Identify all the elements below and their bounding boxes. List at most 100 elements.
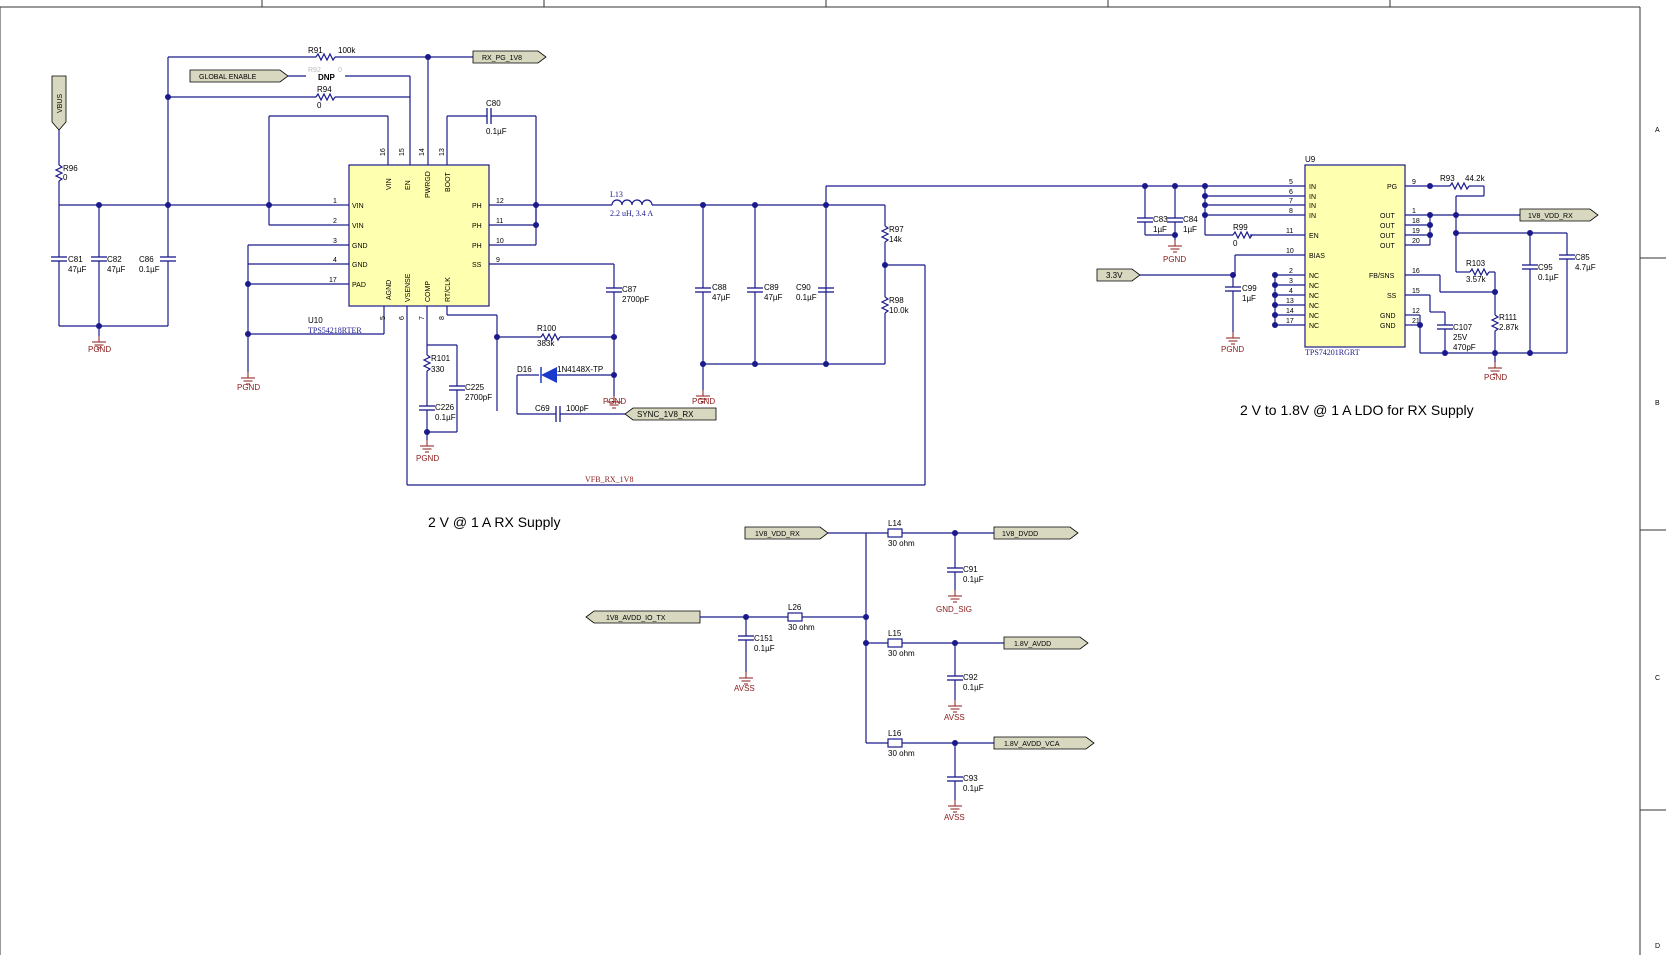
svg-text:1: 1 — [1412, 208, 1416, 215]
pgnd-label: PGND — [88, 345, 111, 354]
ground-icon — [947, 699, 963, 713]
l26-ref: L26 — [788, 603, 802, 612]
zone-label: A — [1655, 127, 1660, 134]
rx-pg-1v8-port[interactable]: RX_PG_1V8 — [472, 50, 547, 64]
c99-val: 1µF — [1242, 294, 1256, 303]
svg-text:PG: PG — [1387, 184, 1397, 191]
vdd-rx-in-port[interactable]: 1V8_VDD_RX — [744, 526, 829, 540]
svg-text:BOOT: BOOT — [445, 171, 452, 192]
l13-val: 2.2 uH, 3.4 A — [610, 209, 653, 218]
svg-text:3.3V: 3.3V — [1106, 271, 1123, 280]
svg-text:PAD: PAD — [352, 282, 366, 289]
r103-ref: R103 — [1466, 259, 1486, 268]
avdd-port[interactable]: 1.8V_AVDD — [1003, 636, 1089, 650]
r97-ref: R97 — [889, 225, 904, 234]
svg-text:10: 10 — [1286, 248, 1294, 255]
c91-ref: C91 — [963, 565, 978, 574]
svg-text:AGND: AGND — [386, 280, 393, 300]
c81-val: 47µF — [68, 265, 87, 274]
svg-text:SS: SS — [472, 262, 482, 269]
c225-ref: C225 — [465, 383, 485, 392]
r100-val: 383k — [537, 339, 555, 348]
c107-val: 25V — [1453, 333, 1468, 342]
ground-icon — [947, 589, 963, 603]
c80-ref: C80 — [486, 99, 501, 108]
u9-right-pins: PG OUT OUT OUT OUT FB/SNS SS GND GND 9 1… — [1369, 179, 1520, 330]
c92-ref: C92 — [963, 673, 978, 682]
c87-ref: C87 — [622, 285, 637, 294]
svg-text:GND: GND — [1380, 323, 1396, 330]
avdd-io-tx-port[interactable]: 1V8_AVDD_IO_TX — [585, 610, 701, 624]
svg-text:PGND: PGND — [1163, 255, 1186, 264]
c93-val: 0.1µF — [963, 784, 984, 793]
ldo-caption: 2 V to 1.8V @ 1 A LDO for RX Supply — [1240, 402, 1474, 418]
svg-text:5: 5 — [1289, 179, 1293, 186]
r111-val: 2.87k — [1499, 323, 1520, 332]
svg-text:NC: NC — [1309, 283, 1319, 290]
avdd-vca-port[interactable]: 1.8V_AVDD_VCA — [993, 736, 1095, 750]
svg-text:16: 16 — [1412, 268, 1420, 275]
sync-1v8-rx-port[interactable]: SYNC_1V8_RX — [624, 407, 717, 421]
c82-ref: C82 — [107, 255, 122, 264]
c91-val: 0.1µF — [963, 575, 984, 584]
svg-text:SS: SS — [1387, 293, 1397, 300]
c93-ref: C93 — [963, 774, 978, 783]
u9-left-pins: IN IN IN IN EN BIAS NC NC NC NC NC NC 5 … — [1205, 179, 1325, 330]
svg-text:NC: NC — [1309, 303, 1319, 310]
svg-text:9: 9 — [496, 257, 500, 264]
svg-text:12: 12 — [1412, 308, 1420, 315]
svg-text:4: 4 — [1289, 288, 1293, 295]
c69-ref: C69 — [535, 404, 550, 413]
svg-text:8: 8 — [439, 316, 446, 320]
svg-text:AVSS: AVSS — [944, 713, 965, 722]
v33-port[interactable]: 3.3V — [1096, 268, 1141, 282]
svg-text:OUT: OUT — [1380, 233, 1396, 240]
svg-text:PGND: PGND — [692, 397, 715, 406]
zone-label: C — [1655, 675, 1660, 682]
svg-text:11: 11 — [496, 218, 503, 225]
c82-val: 47µF — [107, 265, 126, 274]
c95-ref: C95 — [1538, 263, 1553, 272]
svg-text:PWRGD: PWRGD — [425, 171, 432, 198]
svg-text:COMP: COMP — [425, 281, 432, 302]
svg-text:21: 21 — [1412, 318, 1420, 325]
svg-text:5: 5 — [380, 316, 387, 320]
r96-ref: R96 — [63, 164, 78, 173]
r92-ref: R92 — [308, 67, 321, 74]
svg-text:GND_SIG: GND_SIG — [936, 605, 972, 614]
dvdd-port[interactable]: 1V8_DVDD — [993, 526, 1079, 540]
svg-text:AVSS: AVSS — [734, 684, 755, 693]
vdd-rx-out-port[interactable]: 1V8_VDD_RX — [1519, 208, 1599, 222]
svg-text:3: 3 — [1289, 278, 1293, 285]
c89-val: 47µF — [764, 293, 783, 302]
svg-text:16: 16 — [380, 148, 387, 156]
l13-inductor — [611, 199, 653, 206]
global-enable-port[interactable]: GLOBAL ENABLE — [189, 69, 289, 83]
vbus-port[interactable]: VBUS — [51, 75, 67, 131]
l26-ferrite — [787, 612, 803, 622]
r103-val: 3.57k — [1466, 275, 1487, 284]
svg-text:2: 2 — [1289, 268, 1293, 275]
u9-part: TPS74201RGRT — [1305, 348, 1360, 357]
r101-resistor — [422, 354, 432, 372]
c84-ref: C84 — [1183, 215, 1198, 224]
svg-text:1.8V_AVDD: 1.8V_AVDD — [1014, 641, 1051, 648]
svg-text:GND: GND — [1380, 313, 1396, 320]
c87-val: 2700pF — [622, 295, 649, 304]
svg-text:PGND: PGND — [1484, 373, 1507, 382]
svg-text:6: 6 — [1289, 189, 1293, 196]
r100-resistor — [540, 332, 561, 342]
r94-resistor — [315, 92, 336, 102]
u9-ic[interactable] — [1304, 164, 1406, 348]
r98-ref: R98 — [889, 296, 904, 305]
svg-text:VIN: VIN — [352, 223, 364, 230]
svg-text:10: 10 — [496, 238, 504, 245]
c226-val: 0.1µF — [435, 413, 456, 422]
ground-icon — [738, 671, 754, 685]
buck-caption: 2 V @ 1 A RX Supply — [428, 514, 561, 530]
u10-ic[interactable] — [348, 164, 490, 307]
svg-text:VBUS: VBUS — [57, 94, 64, 113]
svg-text:VIN: VIN — [386, 178, 393, 190]
r96-val: 0 — [63, 173, 68, 182]
c85-val: 4.7µF — [1575, 263, 1596, 272]
